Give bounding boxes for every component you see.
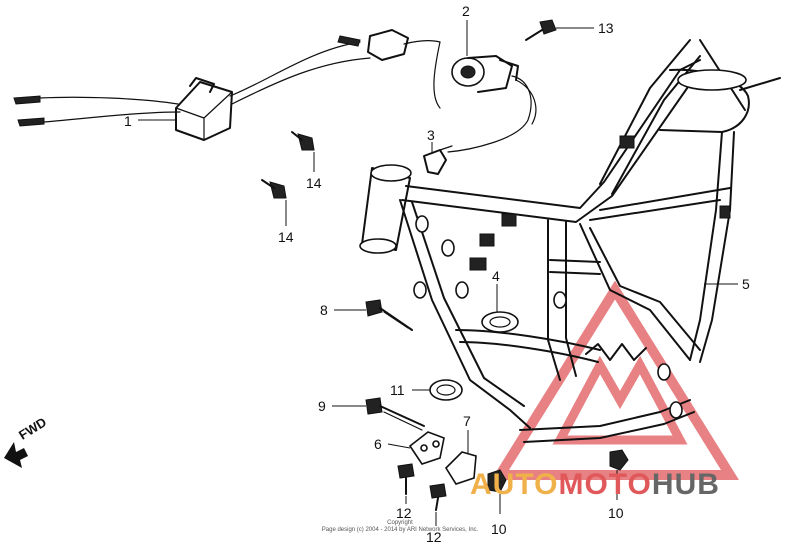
clamp-4 xyxy=(481,311,519,333)
callout-11: 11 xyxy=(390,382,405,398)
callout-7: 7 xyxy=(463,413,471,429)
callout-2: 2 xyxy=(462,3,470,19)
callout-10a: 10 xyxy=(491,521,507,537)
callout-10b: 10 xyxy=(608,505,624,521)
cdi-unit xyxy=(13,29,441,141)
watermark-text: AUTOMOTOHUB xyxy=(470,468,720,502)
bolts-14 xyxy=(261,131,315,199)
callout-12b: 12 xyxy=(426,529,442,545)
watermark-hub: HUB xyxy=(651,468,720,501)
watermark-moto: MOTO xyxy=(558,468,652,501)
copyright-notice: Copyright Page design (c) 2004 - 2014 by… xyxy=(0,520,800,534)
plate-7 xyxy=(444,451,477,485)
callout-13: 13 xyxy=(598,20,614,36)
callout-14b: 14 xyxy=(278,229,294,245)
plate-6 xyxy=(408,431,445,465)
bolts-12 xyxy=(397,463,447,511)
copyright-line-2: Page design (c) 2004 - 2014 by ARI Netwo… xyxy=(321,527,479,533)
nuts-10 xyxy=(487,449,629,493)
leader-lines xyxy=(138,20,738,526)
callout-12a: 12 xyxy=(396,505,412,521)
main-frame xyxy=(359,39,781,443)
callout-6: 6 xyxy=(374,436,382,452)
callout-labels: 1 2 3 4 5 6 7 8 9 10 10 11 12 12 13 14 1… xyxy=(124,3,750,545)
watermark-logo xyxy=(491,280,739,480)
ignition-coil xyxy=(447,55,537,153)
bolt-13 xyxy=(525,19,557,41)
fwd-arrow-icon xyxy=(4,442,28,468)
callout-5: 5 xyxy=(742,276,750,292)
spark-plug-cap xyxy=(423,145,453,175)
callout-9: 9 xyxy=(318,398,326,414)
callout-3: 3 xyxy=(427,127,435,143)
band-11 xyxy=(429,379,463,401)
copyright-line-1: Copyright xyxy=(387,520,413,526)
bolt-8 xyxy=(365,299,413,331)
bolt-9 xyxy=(365,397,425,431)
callout-14a: 14 xyxy=(306,175,322,191)
watermark-auto: AUTO xyxy=(470,468,559,501)
callout-1: 1 xyxy=(124,113,132,129)
callout-8: 8 xyxy=(320,302,328,318)
callout-4: 4 xyxy=(492,268,500,284)
